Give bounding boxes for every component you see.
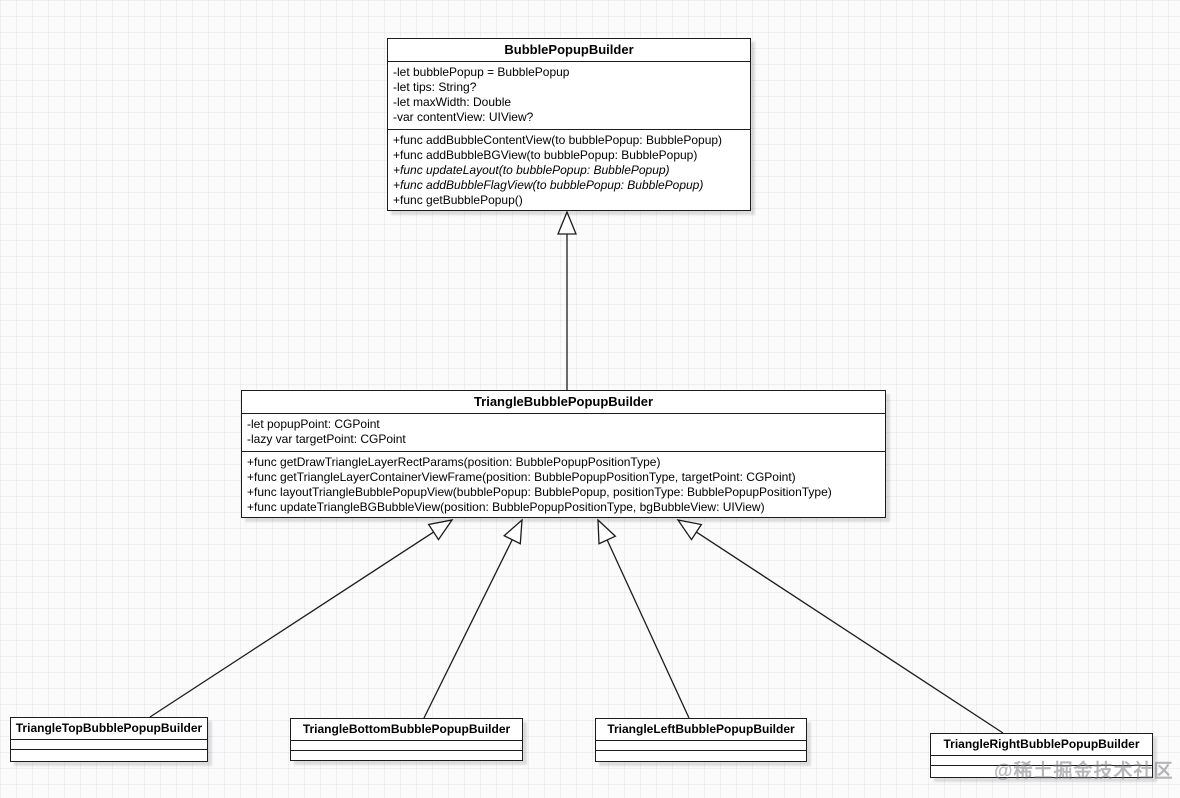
uml-method-row: +func addBubbleBGView(to bubblePopup: Bu… <box>393 148 698 162</box>
uml-attribute-row: -lazy var targetPoint: CGPoint <box>247 432 406 446</box>
attributes-compartment: -let popupPoint: CGPoint -lazy var targe… <box>242 413 885 451</box>
uml-attribute-row: -var contentView: UIView? <box>393 110 534 124</box>
methods-compartment-empty <box>291 750 522 760</box>
hollow-triangle-arrowhead <box>557 210 577 235</box>
class-box-trianglerightbubblepopupbuilder: TriangleRightBubblePopupBuilder <box>930 733 1153 778</box>
class-title: TriangleBubblePopupBuilder <box>473 394 654 409</box>
uml-method-row: +func addBubbleContentView(to bubblePopu… <box>393 133 723 147</box>
inheritance-connector-TriangleTopBubblePopupBuilder <box>149 519 454 718</box>
inheritance-connector-TriangleRightBubblePopupBuilder <box>676 519 1004 734</box>
uml-method-row: +func getBubblePopup() <box>393 193 523 207</box>
class-title: TriangleRightBubblePopupBuilder <box>943 737 1140 751</box>
uml-attribute-row: -let popupPoint: CGPoint <box>247 417 380 431</box>
hollow-triangle-arrowhead <box>427 519 454 541</box>
uml-attribute-row: -let maxWidth: Double <box>393 95 512 109</box>
inheritance-connector-TriangleBubblePopupBuilder <box>557 210 577 390</box>
hollow-triangle-arrowhead <box>597 518 617 545</box>
class-title: BubblePopupBuilder <box>504 42 634 57</box>
site-watermark: @稀土掘金技术社区 <box>994 761 1174 782</box>
class-title: TriangleTopBubblePopupBuilder <box>15 721 203 735</box>
methods-compartment-empty <box>11 749 207 759</box>
hollow-triangle-arrowhead <box>676 519 703 541</box>
attributes-compartment: -let bubblePopup = BubblePopup -let tips… <box>388 61 750 129</box>
attributes-compartment-empty <box>291 740 522 750</box>
class-box-trianglebubblepopupbuilder: TriangleBubblePopupBuilder -let popupPoi… <box>241 390 886 518</box>
attributes-compartment-empty <box>11 739 207 749</box>
class-title: TriangleLeftBubblePopupBuilder <box>607 722 795 736</box>
class-box-trianglebottombubblepopupbuilder: TriangleBottomBubblePopupBuilder <box>290 718 523 761</box>
methods-compartment: +func addBubbleContentView(to bubblePopu… <box>388 129 750 210</box>
uml-method-row-abstract: +func addBubbleFlagView(to bubblePopup: … <box>393 178 704 192</box>
uml-method-row-abstract: +func updateLayout(to bubblePopup: Bubbl… <box>393 163 670 177</box>
methods-compartment-empty <box>596 750 806 760</box>
inheritance-connector-TriangleBottomBubblePopupBuilder <box>423 518 523 719</box>
uml-method-row: +func layoutTriangleBubblePopupView(bubb… <box>247 485 832 499</box>
class-box-triangletopbubblepopupbuilder: TriangleTopBubblePopupBuilder <box>10 717 208 762</box>
class-title: TriangleBottomBubblePopupBuilder <box>302 722 511 736</box>
uml-attribute-row: -let bubblePopup = BubblePopup <box>393 65 570 79</box>
class-box-bubblepopupbuilder: BubblePopupBuilder -let bubblePopup = Bu… <box>387 38 751 211</box>
attributes-compartment-empty <box>931 755 1152 765</box>
class-box-triangleleftbubblepopupbuilder: TriangleLeftBubblePopupBuilder <box>595 718 807 762</box>
hollow-triangle-arrowhead <box>503 518 523 545</box>
uml-method-row: +func updateTriangleBGBubbleView(positio… <box>247 500 765 514</box>
methods-compartment-empty <box>931 765 1152 775</box>
uml-method-row: +func getTriangleLayerContainerViewFrame… <box>247 470 796 484</box>
attributes-compartment-empty <box>596 740 806 750</box>
methods-compartment: +func getDrawTriangleLayerRectParams(pos… <box>242 451 885 517</box>
inheritance-connector-TriangleLeftBubblePopupBuilder <box>597 518 690 719</box>
uml-method-row: +func getDrawTriangleLayerRectParams(pos… <box>247 455 661 469</box>
uml-attribute-row: -let tips: String? <box>393 80 477 94</box>
